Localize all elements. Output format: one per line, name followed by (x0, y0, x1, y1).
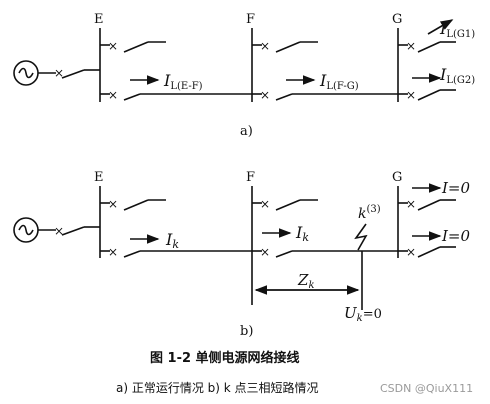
watermark: CSDN @QiuX111 (380, 382, 473, 395)
current-fg-label: IL(F-G) (319, 71, 359, 92)
breakers-a: × × × × × × (108, 39, 416, 102)
diagram-b (13, 183, 456, 310)
diagram-a: × (13, 19, 456, 102)
svg-text:×: × (260, 197, 270, 211)
bus-e-label: E (94, 12, 104, 27)
svg-text:×: × (108, 197, 118, 211)
svg-text:×: × (260, 39, 270, 53)
svg-text:×: × (260, 245, 270, 259)
bus-e-label-b: E (94, 170, 104, 185)
load-g1-label: IL(G1) (439, 19, 475, 40)
bus-g-label: G (392, 12, 402, 27)
load-bottom-label-b: I=0 (441, 227, 470, 245)
load-top-label-b: I=0 (441, 179, 470, 197)
bus-f-label-b: F (246, 170, 255, 185)
bus-g-label-b: G (392, 170, 402, 185)
svg-text:×: × (54, 66, 64, 80)
svg-text:×: × (108, 39, 118, 53)
sublabel-b: b) (240, 324, 253, 339)
svg-text:×: × (108, 88, 118, 102)
load-g2-label: IL(G2) (439, 65, 475, 86)
svg-text:×: × (54, 224, 64, 238)
svg-text:×: × (406, 197, 416, 211)
svg-text:×: × (260, 88, 270, 102)
voltage-label: Uk=0 (344, 304, 382, 324)
fault-bolt-icon (354, 223, 368, 251)
sublabel-a: a) (240, 124, 253, 139)
bus-f-label: F (246, 12, 255, 27)
current-ef-label: IL(E-F) (163, 71, 203, 92)
svg-text:×: × (406, 88, 416, 102)
svg-text:×: × (406, 39, 416, 53)
current-f-label-b: Ik (295, 223, 309, 244)
caption-subtitle: a) 正常运行情况 b) k 点三相短路情况 (116, 380, 319, 395)
svg-text:×: × (406, 245, 416, 259)
impedance-label: Zk (297, 271, 315, 291)
current-e-label-b: Ik (165, 230, 179, 251)
svg-text:×: × (108, 245, 118, 259)
caption-title: 图 1-2 单侧电源网络接线 (150, 350, 300, 366)
fault-point-label: k(3) (358, 204, 381, 222)
breakers-b: × × × × × × × (54, 197, 416, 259)
